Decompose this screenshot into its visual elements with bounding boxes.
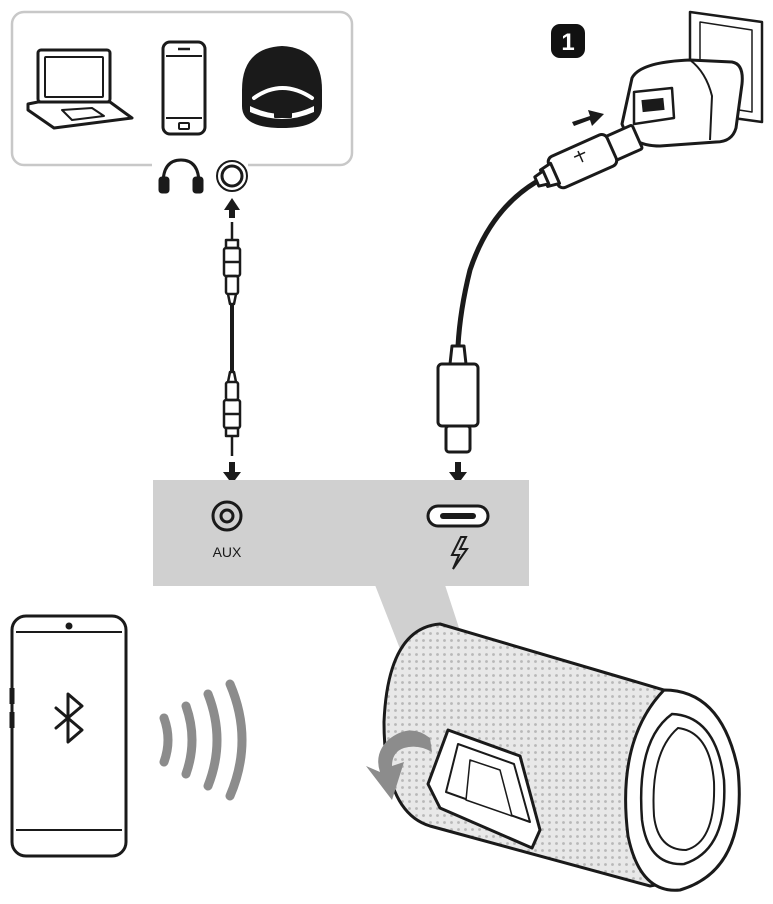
aux-port-label: AUX xyxy=(213,544,242,560)
step-badge-number: 1 xyxy=(561,29,574,56)
open-flap-arrow-icon xyxy=(366,730,432,800)
smartphone-icon xyxy=(161,40,207,136)
wireless-waves-icon xyxy=(159,679,247,801)
smart-speaker-icon xyxy=(242,46,322,128)
lightning-bolt-icon xyxy=(450,536,469,570)
bluetooth-phone xyxy=(9,614,128,858)
speaker xyxy=(382,622,741,892)
aux-jack-icon xyxy=(216,160,248,192)
aux-port-icon xyxy=(211,500,243,532)
laptop-icon xyxy=(26,48,134,130)
power-adapter xyxy=(620,58,744,148)
usb-cable xyxy=(436,124,644,454)
down-arrow-icon xyxy=(449,462,467,484)
down-arrow-icon xyxy=(223,462,241,484)
port-cover-flap xyxy=(426,728,542,850)
aux-cable xyxy=(222,198,242,484)
push-arrow-icon xyxy=(572,110,604,126)
up-arrow-icon xyxy=(224,198,240,218)
bluetooth-icon xyxy=(54,692,84,744)
headphones-icon xyxy=(158,158,204,194)
usb-c-port-icon xyxy=(426,504,490,528)
step-badge: 1 xyxy=(551,24,585,58)
